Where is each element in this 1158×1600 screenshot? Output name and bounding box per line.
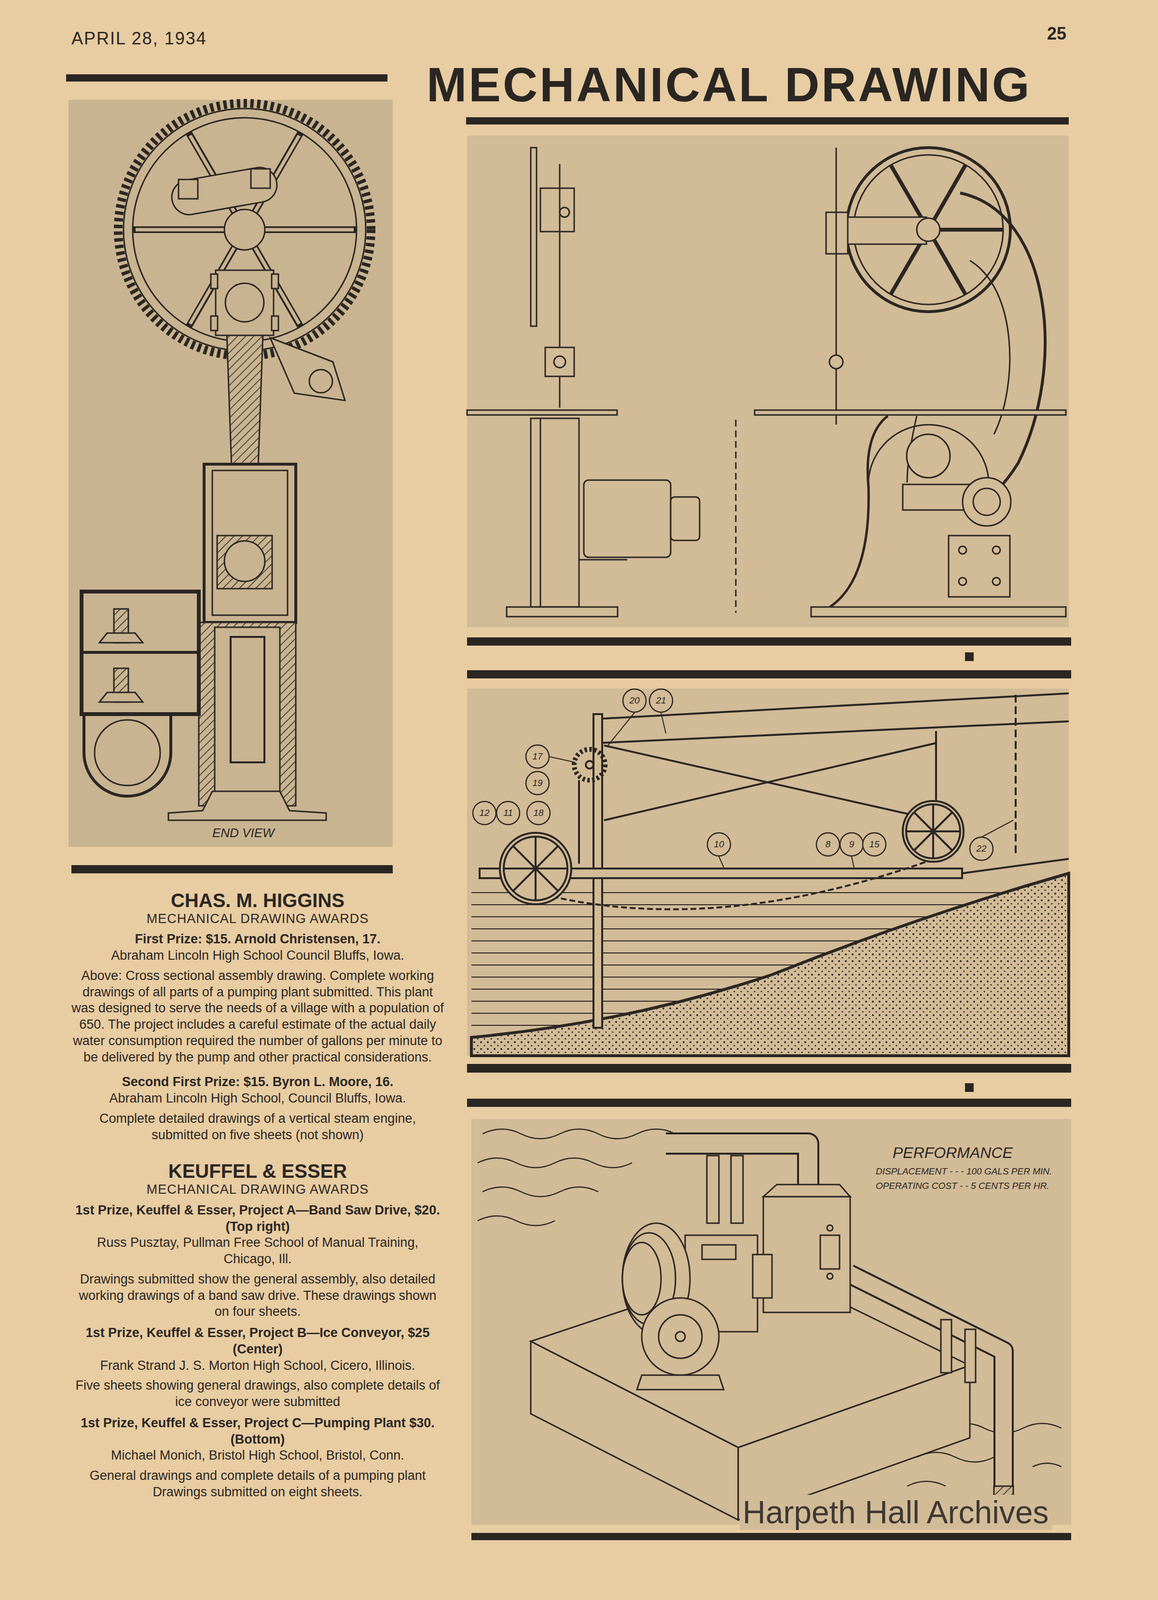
callout-number: 22 xyxy=(976,843,987,855)
page-number: 25 xyxy=(1047,24,1067,44)
prize-line: 1st Prize, Keuffel & Esser, Project A—Ba… xyxy=(71,1202,444,1236)
description-text: Above: Cross sectional assembly drawing.… xyxy=(71,967,444,1066)
performance-note: OPERATING COST - - 5 CENTS PER HR. xyxy=(875,1181,1050,1192)
description-text: General drawings and complete details of… xyxy=(71,1467,444,1501)
page-date: APRIL 28, 1934 xyxy=(71,28,207,49)
callout-number: 10 xyxy=(713,839,724,850)
callout-number: 18 xyxy=(533,808,544,819)
school-line: Abraham Lincoln High School Council Bluf… xyxy=(71,947,444,965)
view-label: END VIEW xyxy=(212,826,275,841)
callout-number: 20 xyxy=(629,695,640,706)
callout-number: 12 xyxy=(479,808,490,819)
callout-number: 11 xyxy=(503,808,513,819)
callout-number: 15 xyxy=(868,839,880,850)
school-line: Michael Monich, Bristol High School, Bri… xyxy=(71,1447,444,1464)
award-subheading: MECHANICAL DRAWING AWARDS xyxy=(71,910,444,927)
callout-number: 17 xyxy=(532,751,543,762)
callout-number: 21 xyxy=(655,695,666,706)
description-text: Drawings submitted show the general asse… xyxy=(71,1271,444,1321)
archive-watermark: Harpeth Hall Archives xyxy=(739,1494,1052,1531)
award-subheading: MECHANICAL DRAWING AWARDS xyxy=(71,1181,444,1198)
callout-number: 8 xyxy=(825,839,831,850)
callout-number: 19 xyxy=(532,778,543,789)
prize-line: 1st Prize, Keuffel & Esser, Project C—Pu… xyxy=(71,1415,444,1448)
prize-line: First Prize: $15. Arnold Christensen, 17… xyxy=(71,931,444,948)
performance-note: DISPLACEMENT - - - 100 GALS PER MIN. xyxy=(875,1166,1052,1177)
award-text-column: CHAS. M. HIGGINSMECHANICAL DRAWING AWARD… xyxy=(71,886,444,1501)
award-heading: KEUFFEL & ESSER xyxy=(71,1160,444,1182)
description-text: Complete detailed drawings of a vertical… xyxy=(71,1110,444,1144)
school-line: Abraham Lincoln High School, Council Blu… xyxy=(71,1090,444,1107)
performance-heading: PERFORMANCE xyxy=(892,1144,1013,1162)
callout-number: 9 xyxy=(849,839,855,850)
prize-line: 1st Prize, Keuffel & Esser, Project B—Ic… xyxy=(71,1324,444,1358)
school-line: Frank Strand J. S. Morton High School, C… xyxy=(71,1357,444,1375)
page-title: MECHANICAL DRAWING xyxy=(426,57,1032,111)
description-text: Five sheets showing general drawings, al… xyxy=(71,1377,444,1411)
award-heading: CHAS. M. HIGGINS xyxy=(71,889,444,911)
prize-line: Second First Prize: $15. Byron L. Moore,… xyxy=(71,1074,444,1091)
school-line: Russ Pusztay, Pullman Free School of Man… xyxy=(71,1234,444,1268)
